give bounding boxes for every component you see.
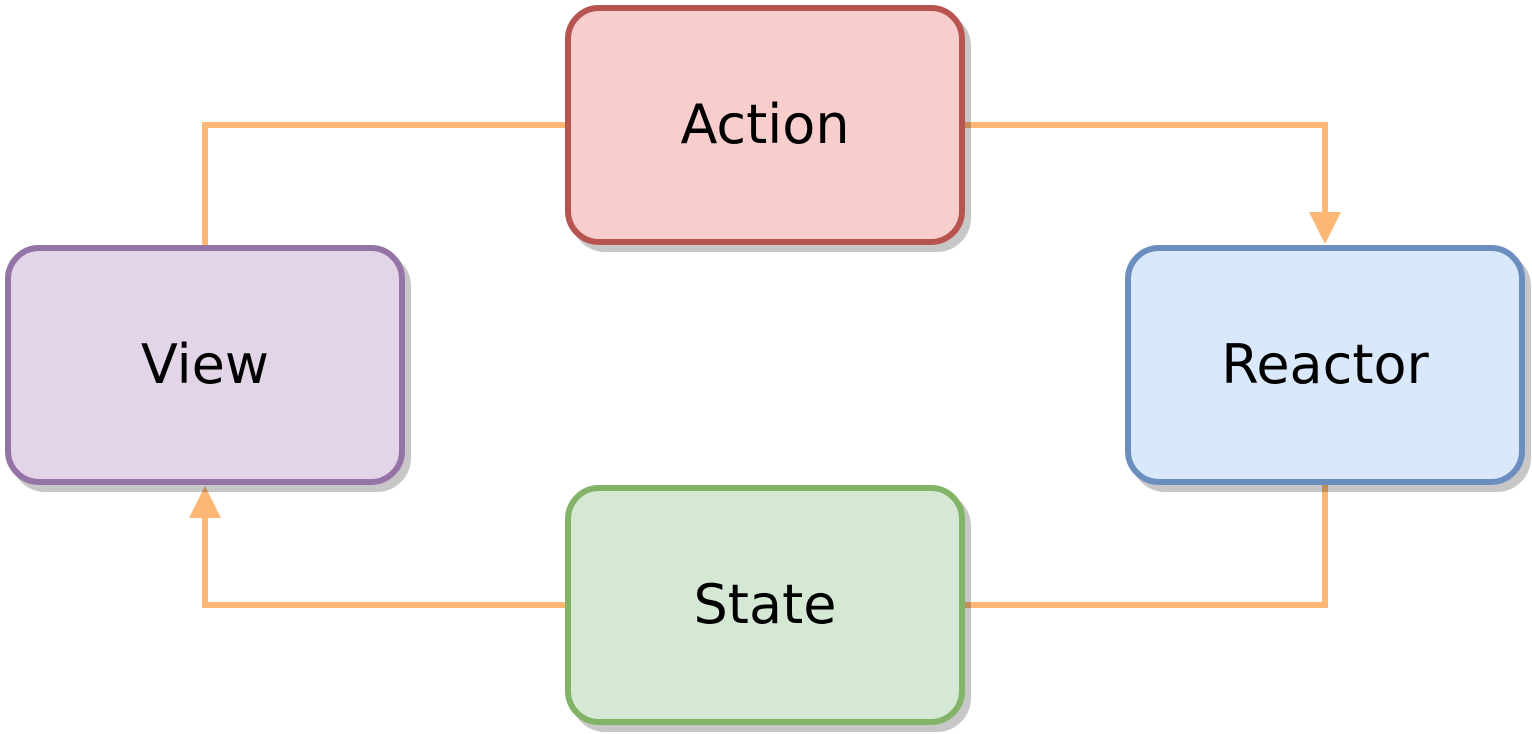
edge-state-to-view — [202, 518, 565, 608]
edge-view-to-action — [202, 122, 565, 245]
action-node: Action — [565, 5, 965, 245]
reactor-label: Reactor — [1221, 333, 1429, 396]
action-label: Action — [680, 93, 850, 156]
state-label: State — [693, 573, 837, 636]
state-node: State — [565, 485, 965, 725]
reactor-node: Reactor — [1125, 245, 1525, 485]
view-label: View — [140, 333, 270, 396]
view-node: View — [5, 245, 405, 485]
edge-action-to-reactor — [965, 122, 1328, 212]
arrowhead-up-icon — [189, 486, 221, 518]
edge-reactor-to-state — [965, 485, 1328, 608]
arrowhead-down-icon — [1309, 212, 1341, 244]
